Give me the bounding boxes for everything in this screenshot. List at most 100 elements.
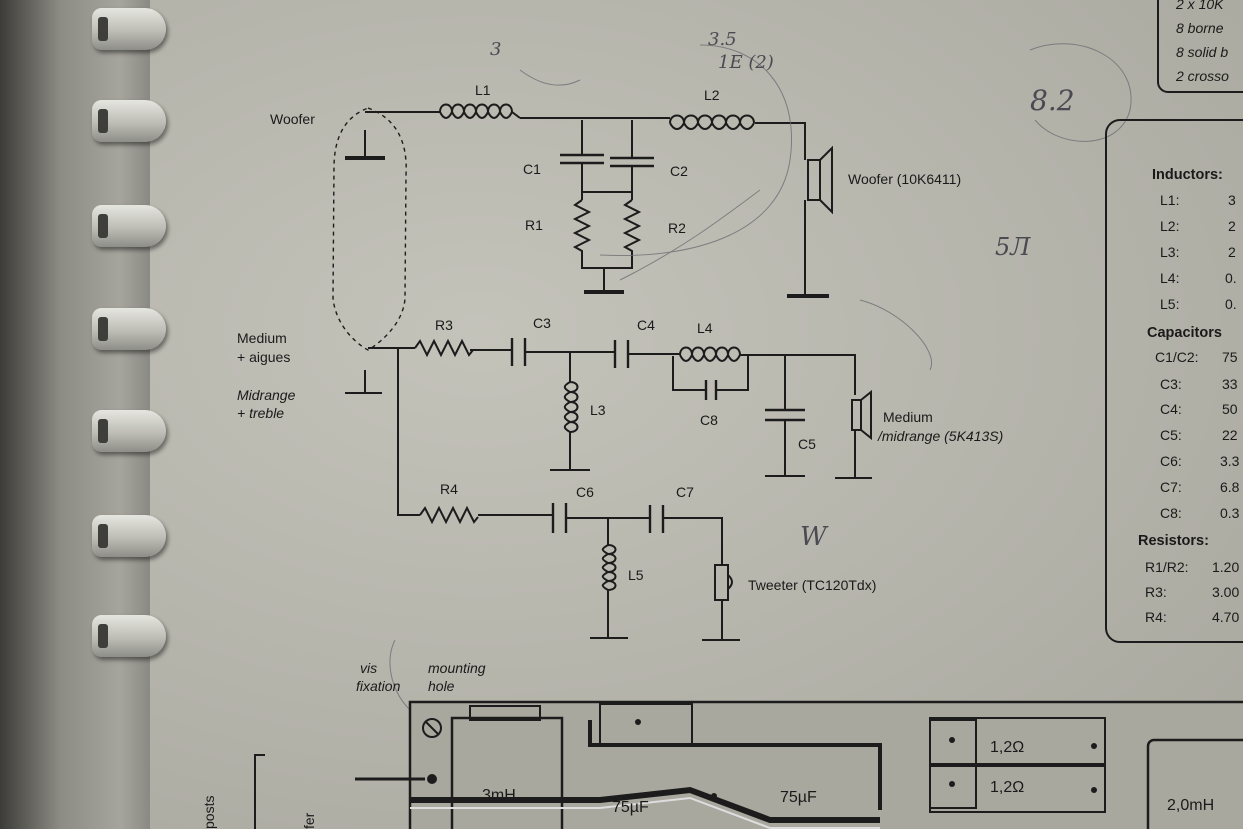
parts-box-line: 8 borne — [1176, 20, 1224, 36]
manual-page — [150, 0, 1243, 829]
wire — [581, 255, 633, 269]
resistor-r4 — [419, 505, 479, 525]
r4-label: R4 — [440, 481, 458, 497]
handwriting-note: 3.5 — [708, 29, 737, 50]
mounting-hole-label: mounting — [428, 660, 486, 676]
capacitors-heading: Capacitors — [1147, 325, 1222, 341]
capacitor-c7 — [648, 505, 665, 533]
table-row-name: R1/R2: — [1145, 559, 1189, 575]
resistor-r1 — [572, 199, 592, 255]
binder-ring — [92, 515, 166, 557]
midrange-driver-label: /midrange (5K413S) — [877, 428, 1003, 444]
table-row-value: 0. — [1225, 270, 1237, 286]
medium-driver-label: Medium — [883, 409, 933, 425]
capacitor-c8 — [704, 380, 718, 400]
pencil-curve — [389, 639, 411, 711]
capacitor-c4 — [613, 340, 630, 368]
wire — [672, 356, 706, 391]
l4-label: L4 — [697, 320, 713, 336]
table-row-value: 75 — [1222, 349, 1238, 365]
inductor-l1 — [439, 103, 521, 119]
wire — [740, 354, 856, 395]
table-row-value: 0. — [1225, 296, 1237, 312]
table-row-name: L1: — [1160, 192, 1179, 208]
parts-box-line: 2 crosso — [1175, 68, 1229, 84]
wire — [755, 122, 806, 160]
pencil-curve — [599, 44, 792, 257]
table-row-name: R4: — [1145, 609, 1167, 625]
resistor-value-label: 1,2Ω — [990, 739, 1024, 756]
treble-en-label: + treble — [237, 405, 284, 421]
cap-75uf-label-b: 75µF — [780, 789, 817, 806]
pencil-curve — [859, 299, 933, 371]
parts-box: 2 x 10K 8 borne 8 solid b 2 crosso — [1157, 0, 1243, 93]
c7-label: C7 — [676, 484, 694, 500]
inductors-heading: Inductors: — [1152, 167, 1223, 183]
wire — [397, 348, 420, 516]
pencil-curve — [519, 69, 581, 86]
table-row-name: C3: — [1160, 376, 1182, 392]
l1-label: L1 — [475, 82, 491, 98]
handwriting-note: W — [800, 522, 829, 552]
side-label: posts — [201, 796, 217, 829]
handwriting-note: 8.2 — [1030, 84, 1075, 117]
handwriting-note: 3 — [490, 39, 501, 60]
table-row-value: 3.00 — [1212, 584, 1239, 600]
table-row-value: 1.20 — [1212, 559, 1239, 575]
inductor-l2 — [669, 114, 755, 130]
pcb-trace — [588, 720, 882, 810]
pcb-trace — [410, 786, 880, 823]
binder-ring — [92, 615, 166, 657]
r2-label: R2 — [668, 220, 686, 236]
tweeter-driver-label: Tweeter (TC120Tdx) — [748, 577, 876, 593]
binder-ring — [92, 205, 166, 247]
binder-ring — [92, 8, 166, 50]
table-row-name: C6: — [1160, 453, 1182, 469]
aigues-fr-label: + aigues — [237, 349, 290, 365]
table-row-value: 6.8 — [1220, 479, 1240, 495]
vis-fixation-label: fixation — [356, 678, 401, 694]
c3-label: C3 — [533, 315, 551, 331]
capacitor-c5 — [765, 408, 805, 422]
side-label: fer — [301, 812, 317, 829]
inductor-l4 — [679, 346, 741, 362]
cap-75uf-label-a: 75µF — [612, 799, 649, 816]
inductor-2mh-footprint — [1146, 738, 1243, 829]
table-row-value: 3.3 — [1220, 453, 1240, 469]
resistor-r3 — [414, 338, 476, 358]
resistors-heading: Resistors: — [1138, 533, 1209, 549]
pcb-layout: vis fixation mounting hole 3mH 75µF 75µF… — [201, 660, 1243, 829]
capacitor-c3 — [510, 338, 527, 366]
table-row-name: C1/C2: — [1155, 349, 1199, 365]
r3-label: R3 — [435, 317, 453, 333]
pencil-curve — [619, 189, 761, 281]
table-row-name: L4: — [1160, 270, 1179, 286]
capacitor-c6 — [551, 503, 568, 533]
table-row-value: 4.70 — [1212, 609, 1239, 625]
table-row-name: R3: — [1145, 584, 1167, 600]
c6-label: C6 — [576, 484, 594, 500]
capacitor-c2 — [610, 156, 654, 168]
table-row-name: C8: — [1160, 505, 1182, 521]
parts-box-line: 8 solid b — [1176, 44, 1228, 60]
inductor-l5 — [601, 544, 617, 592]
table-row-name: C7: — [1160, 479, 1182, 495]
table-row-name: C4: — [1160, 401, 1182, 417]
table-row-value: 3 — [1228, 192, 1236, 208]
handwriting-note: 1E (2) — [718, 52, 774, 73]
woofer-input-label: Woofer — [270, 111, 315, 127]
wire — [581, 163, 633, 193]
mounting-hole-label: hole — [428, 678, 455, 694]
l5-label: L5 — [628, 567, 644, 583]
parts-box-line: 2 x 10K — [1175, 0, 1224, 12]
dashed-outline — [332, 107, 407, 351]
resistor-r2 — [622, 199, 642, 255]
c8-label: C8 — [700, 412, 718, 428]
medium-fr-label: Medium — [237, 330, 287, 346]
c4-label: C4 — [637, 317, 655, 333]
handwriting-note: 5Л — [995, 233, 1031, 261]
binder-ring — [92, 100, 166, 142]
l3-label: L3 — [590, 402, 606, 418]
table-row-value: 22 — [1222, 427, 1238, 443]
medium-speaker-icon — [851, 389, 872, 441]
